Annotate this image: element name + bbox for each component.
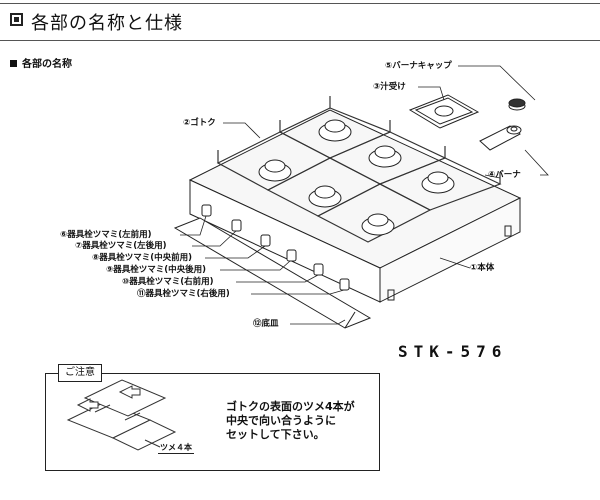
leg — [504, 225, 512, 237]
tsume-label: ツメ４本 — [158, 443, 194, 454]
trivet-label: ②ゴトク — [183, 118, 216, 128]
body-label: ①本体 — [470, 263, 495, 273]
knob-rear-right-label: ⑪器具栓ツマミ(右後用) — [137, 289, 230, 299]
page-title: 各部の名称と仕様 — [31, 13, 183, 34]
caution-text: ゴトクの表面のツメ4本が 中央で向い合うように セットして下さい。 — [226, 400, 355, 442]
caution-line: 中央で向い合うように — [226, 414, 336, 427]
burner-cap-drawing — [508, 98, 526, 111]
caution-line: ゴトクの表面のツメ4本が — [226, 400, 355, 413]
bottom-tray-shape — [173, 217, 372, 329]
knob-row — [201, 204, 350, 291]
caution-line: セットして下さい。 — [226, 428, 325, 441]
caution-box — [45, 373, 380, 471]
leg — [387, 289, 395, 301]
header-rule-top — [0, 3, 600, 4]
burner-drawing — [479, 125, 522, 151]
trivet-grid — [216, 96, 502, 243]
drip-pan-drawing — [408, 94, 480, 129]
section-heading-text: 各部の名称 — [22, 59, 72, 70]
note-illustration — [66, 379, 177, 451]
bottom-tray-label: ⑫底皿 — [253, 319, 279, 329]
header-rule-bottom — [0, 40, 600, 41]
burner-cap-label: ⑤バーナキャップ — [385, 61, 452, 71]
square-bullet-icon — [10, 60, 17, 67]
knob-rear-center-label: ⑨器具栓ツマミ(中央後用) — [106, 265, 206, 275]
caution-tab: ご注意 — [58, 364, 102, 382]
knob-rear-left-label: ⑦器具栓ツマミ(左後用) — [75, 241, 167, 251]
leader-lines — [180, 65, 549, 325]
drip-pan-label: ③汁受け — [373, 82, 406, 92]
stove-side-panel — [379, 197, 521, 303]
knob-front-left-label: ⑥器具栓ツマミ(左前用) — [60, 230, 152, 240]
section-heading: 各部の名称 — [10, 55, 72, 70]
square-bullet-icon — [10, 13, 23, 26]
model-number: STK-576 — [398, 342, 508, 361]
knob-front-center-label: ⑧器具栓ツマミ(中央前用) — [92, 253, 192, 263]
page-header: 各部の名称と仕様 — [0, 0, 600, 44]
burner-heads — [258, 119, 455, 236]
knob-front-right-label: ⑩器具栓ツマミ(右前用) — [122, 277, 214, 287]
burner-label: ④バーナ — [488, 170, 521, 180]
